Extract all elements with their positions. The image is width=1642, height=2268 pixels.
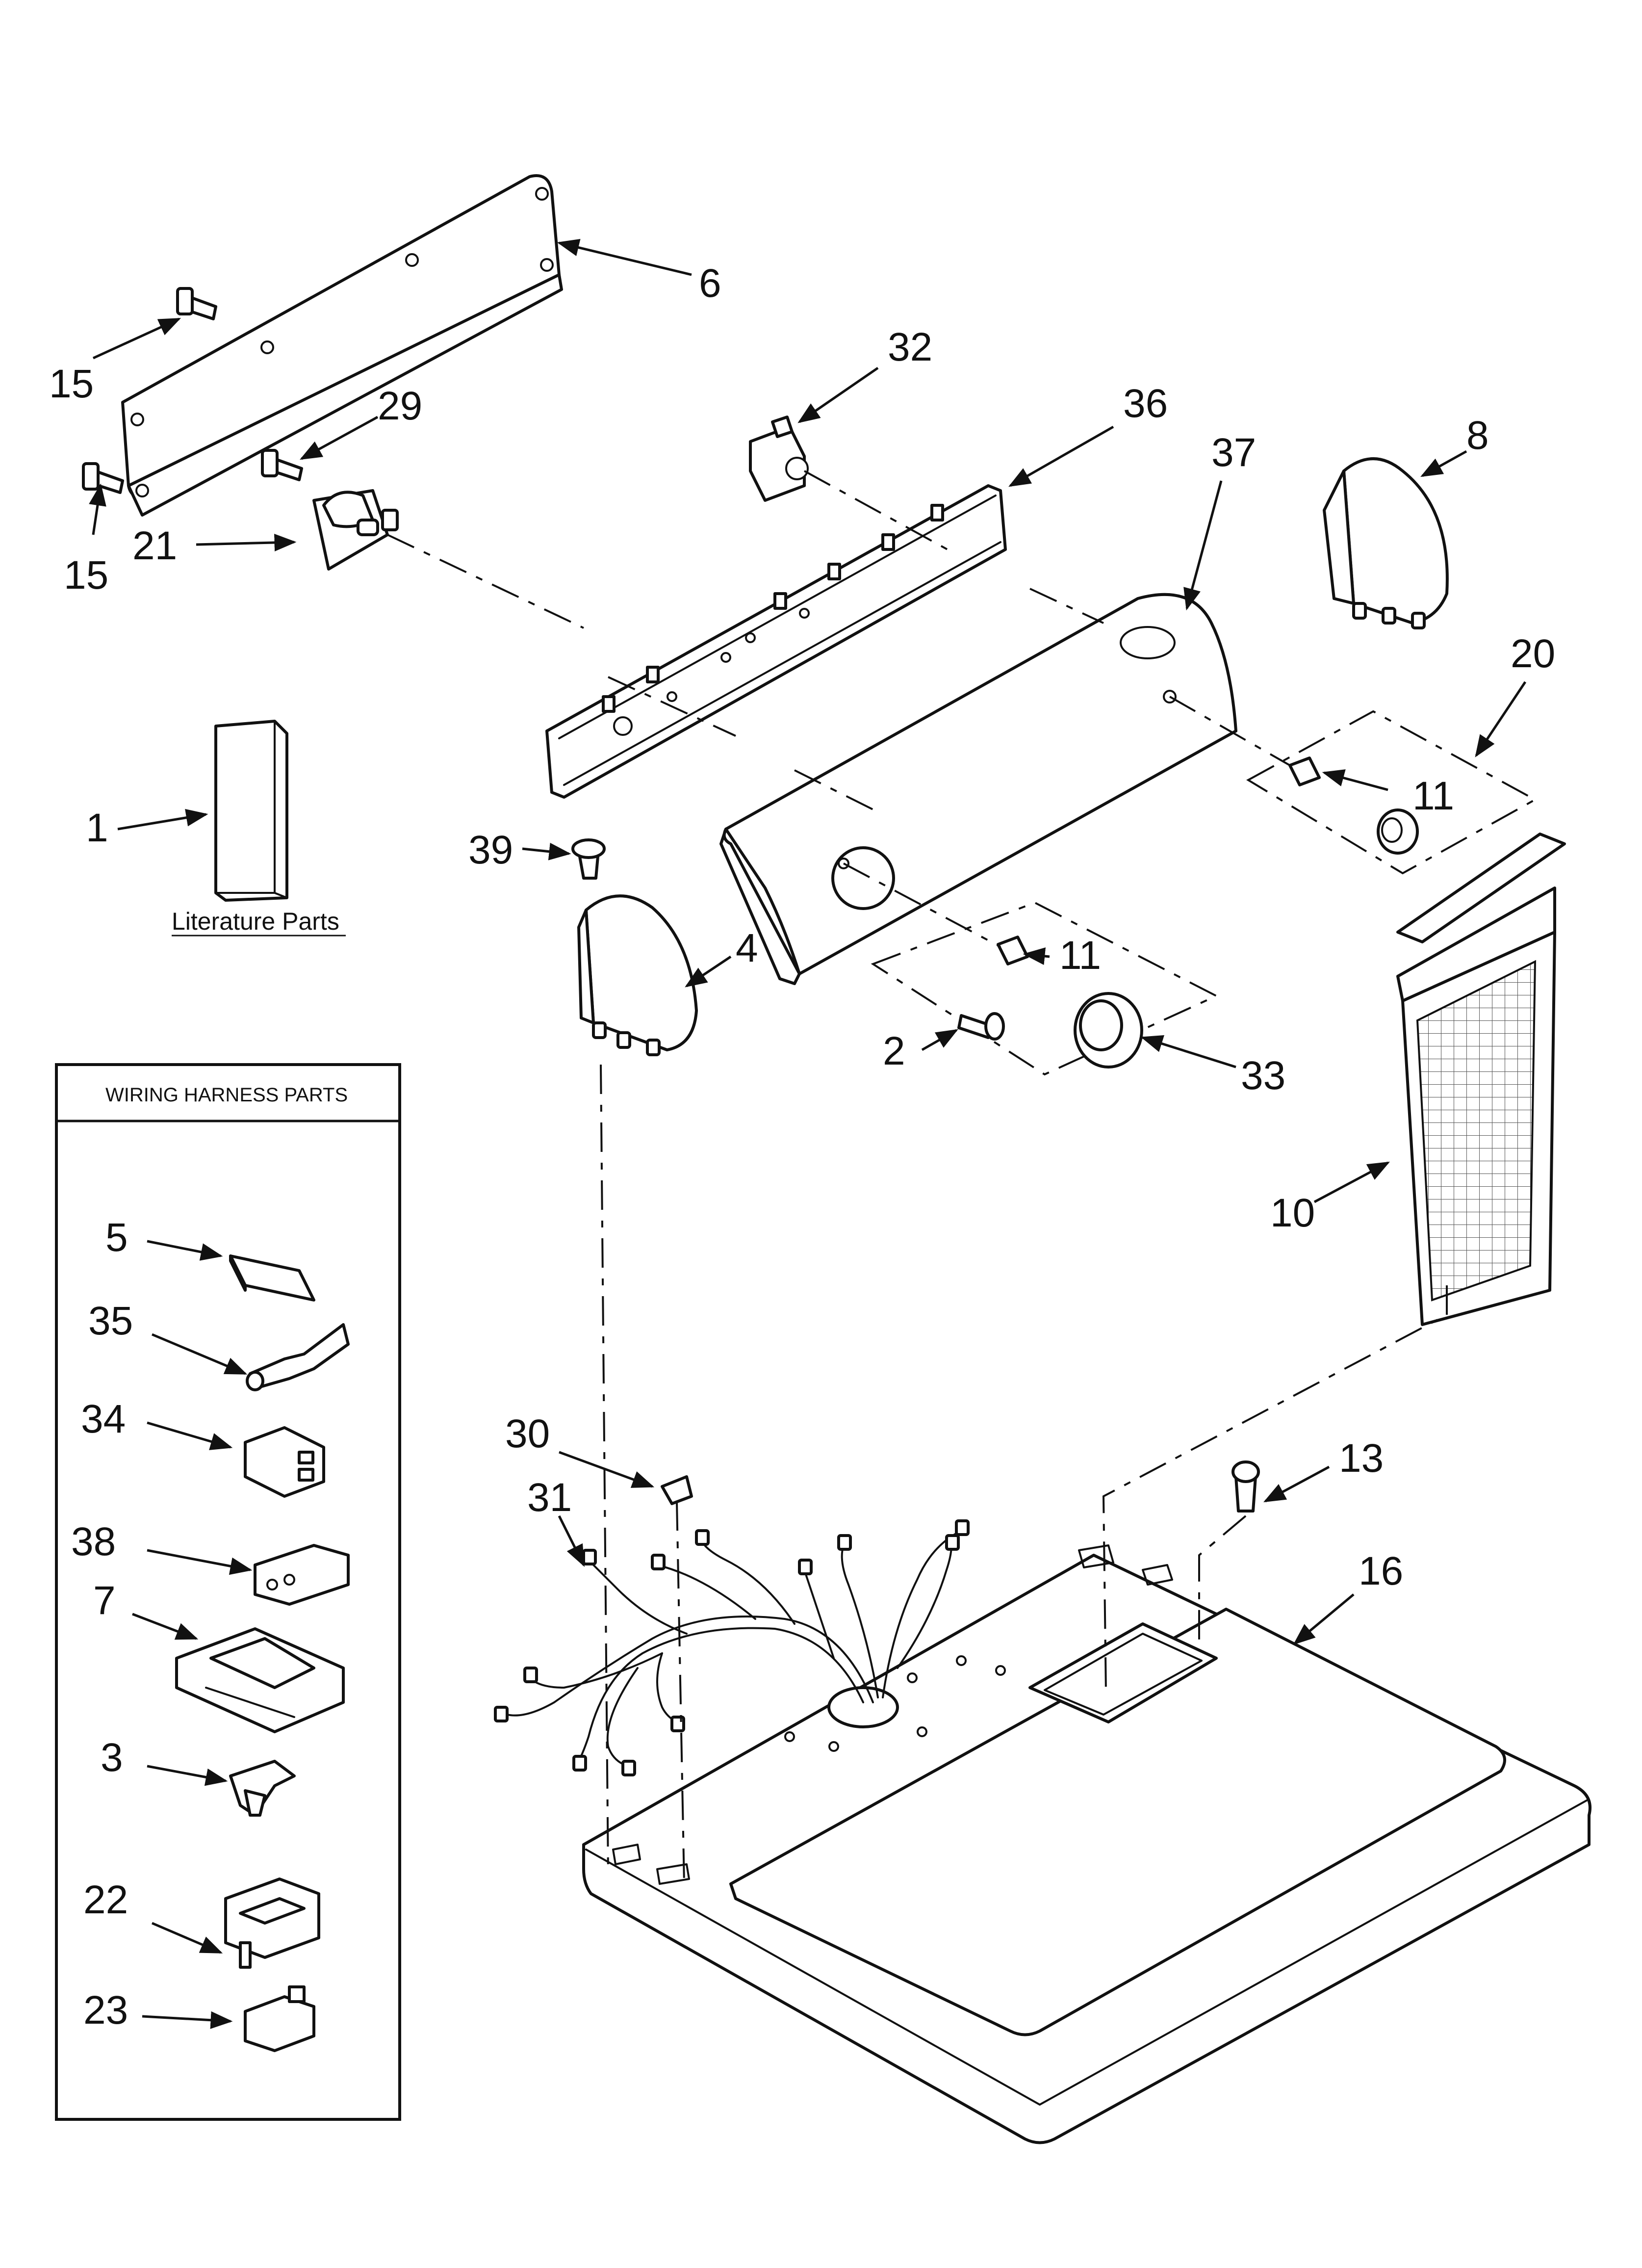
callout-11-lower: 11 [1059,933,1101,978]
callout-34: 34 [81,1397,126,1441]
callout-1: 1 [86,806,108,850]
rear-plate-part-6 [121,174,563,517]
callout-16: 16 [1359,1549,1403,1593]
callout-7: 7 [93,1578,116,1623]
connector-part-34 [244,1426,325,1498]
screw-part-15-lower [82,462,124,494]
literature-part-1 [214,720,288,902]
knob-assembly-part-33 [871,901,1219,1076]
connector-part-22 [224,1877,320,1969]
end-cap-part-8 [1323,457,1449,629]
wire-harness-part-31 [494,1519,970,1776]
callout-22: 22 [83,1877,128,1922]
leader-lines [89,238,1527,2029]
knob-assembly-part-20 [1246,710,1538,875]
screw-part-39 [571,838,606,880]
callout-20: 20 [1511,631,1555,676]
callout-2: 2 [883,1029,905,1073]
callout-5: 5 [105,1215,128,1260]
callout-3: 3 [101,1735,123,1780]
literature-caption: Literature Parts [172,908,339,935]
screw-part-13 [1232,1460,1260,1512]
callout-29: 29 [378,384,422,428]
screw-part-2 [957,1012,1005,1041]
clip-part-30 [661,1475,693,1505]
callout-4: 4 [736,926,758,970]
callout-32: 32 [888,325,932,369]
connector-part-23 [244,1985,315,2052]
callout-30: 30 [505,1411,550,1456]
console-part-37 [719,593,1237,985]
callout-8: 8 [1466,413,1489,458]
callout-10: 10 [1270,1191,1315,1235]
callout-33: 33 [1241,1053,1285,1098]
callout-15-lower: 15 [64,553,108,598]
callout-36: 36 [1123,381,1168,426]
clip-part-3 [229,1760,296,1817]
callout-13: 13 [1339,1436,1384,1481]
connector-part-5 [229,1254,315,1302]
callout-37: 37 [1211,430,1256,475]
callout-21: 21 [132,523,177,568]
lint-screen-part-10 [1396,833,1566,1326]
end-cap-part-4 [577,894,698,1056]
screw-part-15-upper [176,287,217,320]
callout-11-upper: 11 [1412,774,1454,818]
callout-15-upper: 15 [49,362,94,406]
control-bracket-part-36 [545,484,1007,799]
switch-part-32 [749,416,809,502]
callout-23: 23 [83,1988,128,2033]
callout-31: 31 [527,1475,572,1520]
terminal-part-35 [246,1323,350,1391]
connector-part-38 [254,1544,350,1606]
callout-6: 6 [699,261,721,306]
callout-39: 39 [468,828,513,872]
callout-labels: 6 15 15 29 21 32 36 37 8 20 11 1 Literat… [49,261,1555,2033]
connector-block-part-7 [175,1627,345,1733]
top-panel-part-16 [582,1544,1591,2144]
callout-38: 38 [71,1519,116,1564]
switch-part-21 [312,489,399,571]
assembly-lines [387,470,1448,1884]
wiring-box-title: WIRING HARNESS PARTS [105,1084,348,1106]
screw-part-29 [261,449,303,481]
callout-35: 35 [88,1299,133,1343]
